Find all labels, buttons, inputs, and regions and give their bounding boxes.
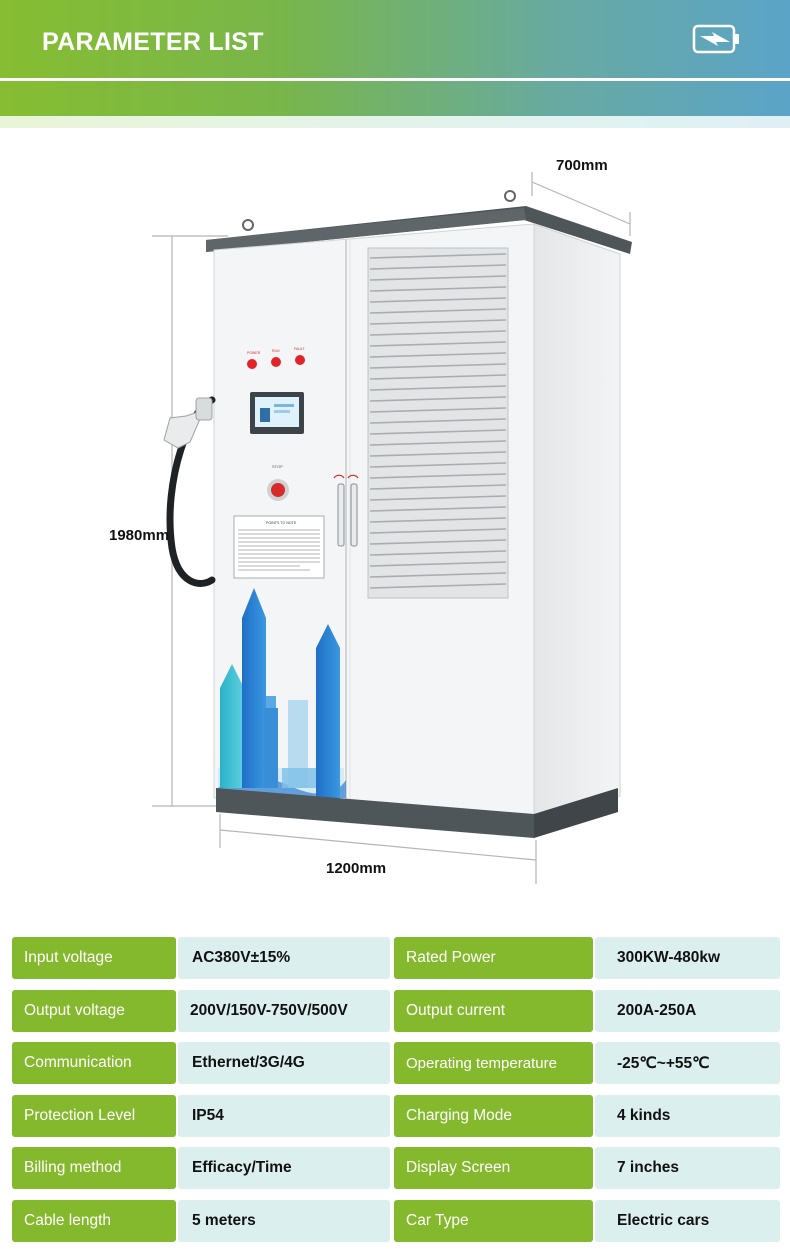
param-value: Electric cars bbox=[595, 1199, 780, 1242]
param-value: 200A-250A bbox=[595, 989, 780, 1032]
fault-lamp-icon bbox=[295, 355, 305, 365]
param-value: -25℃~+55℃ bbox=[595, 1042, 780, 1084]
fault-lamp-label: FAULT bbox=[294, 347, 305, 351]
lifting-eyes bbox=[242, 190, 516, 231]
height-dimension: 1980mm bbox=[109, 527, 170, 544]
table-row: Cable length 5 meters Car Type Electric … bbox=[12, 1199, 780, 1242]
param-label: Cable length bbox=[12, 1199, 176, 1242]
header-banner: PARAMETER LIST bbox=[0, 0, 790, 116]
touch-screen bbox=[250, 392, 304, 434]
run-lamp-label: RUN bbox=[272, 349, 280, 353]
header-underlay bbox=[0, 116, 790, 128]
param-value: 4 kinds bbox=[595, 1094, 780, 1137]
table-row: Billing method Efficacy/Time Display Scr… bbox=[12, 1147, 780, 1189]
param-value: AC380V±15% bbox=[178, 937, 390, 979]
cabinet-base bbox=[216, 788, 534, 838]
param-value: Efficacy/Time bbox=[178, 1147, 390, 1189]
param-value: 300KW-480kw bbox=[595, 937, 780, 979]
notice-title: POINTS TO NOTE bbox=[266, 521, 297, 525]
param-label: Car Type bbox=[394, 1199, 593, 1242]
ventilation-louvers bbox=[367, 247, 509, 599]
param-label: Input voltage bbox=[12, 937, 176, 979]
width-dimension: 1200mm bbox=[326, 860, 387, 877]
run-lamp-icon bbox=[271, 357, 281, 367]
param-value: Ethernet/3G/4G bbox=[178, 1042, 390, 1084]
indicator-lamps: POWER RUN FAULT bbox=[247, 347, 305, 369]
table-row: Output voltage 200V/150V-750V/500V Outpu… bbox=[12, 989, 780, 1032]
param-value: 5 meters bbox=[178, 1199, 390, 1242]
param-label: Output current bbox=[394, 989, 593, 1032]
param-label: Billing method bbox=[12, 1147, 176, 1189]
param-label: Communication bbox=[12, 1042, 176, 1084]
param-value: IP54 bbox=[178, 1094, 390, 1137]
charger-drawing: POWER RUN FAULT STOP POINTS TO NOTE bbox=[152, 172, 632, 884]
table-row: Protection Level IP54 Charging Mode 4 ki… bbox=[12, 1094, 780, 1137]
stop-label: STOP bbox=[272, 464, 283, 469]
table-row: Communication Ethernet/3G/4G Operating t… bbox=[12, 1042, 780, 1084]
door-handles bbox=[333, 474, 359, 547]
page-title: PARAMETER LIST bbox=[42, 28, 264, 56]
param-label: Output voltage bbox=[12, 989, 176, 1032]
header-divider bbox=[0, 78, 790, 81]
table-row: Input voltage AC380V±15% Rated Power 300… bbox=[12, 937, 780, 979]
charging-gun bbox=[163, 396, 216, 587]
cabinet-side bbox=[533, 223, 621, 825]
power-lamp-icon bbox=[247, 359, 257, 369]
param-label: Charging Mode bbox=[394, 1094, 593, 1137]
depth-dimension: 700mm bbox=[556, 157, 608, 174]
param-label: Protection Level bbox=[12, 1094, 176, 1137]
battery-charging-icon bbox=[692, 24, 739, 54]
param-label: Operating temperature bbox=[394, 1042, 593, 1084]
charger-illustration: POWER RUN FAULT STOP POINTS TO NOTE bbox=[100, 148, 660, 893]
param-value: 7 inches bbox=[595, 1147, 780, 1189]
parameter-table: Input voltage AC380V±15% Rated Power 300… bbox=[12, 937, 780, 1252]
notice-label: POINTS TO NOTE bbox=[233, 515, 325, 579]
param-label: Display Screen bbox=[394, 1147, 593, 1189]
power-lamp-label: POWER bbox=[247, 351, 261, 355]
param-value: 200V/150V-750V/500V bbox=[178, 989, 390, 1032]
param-label: Rated Power bbox=[394, 937, 593, 979]
emergency-stop: STOP bbox=[267, 464, 289, 501]
